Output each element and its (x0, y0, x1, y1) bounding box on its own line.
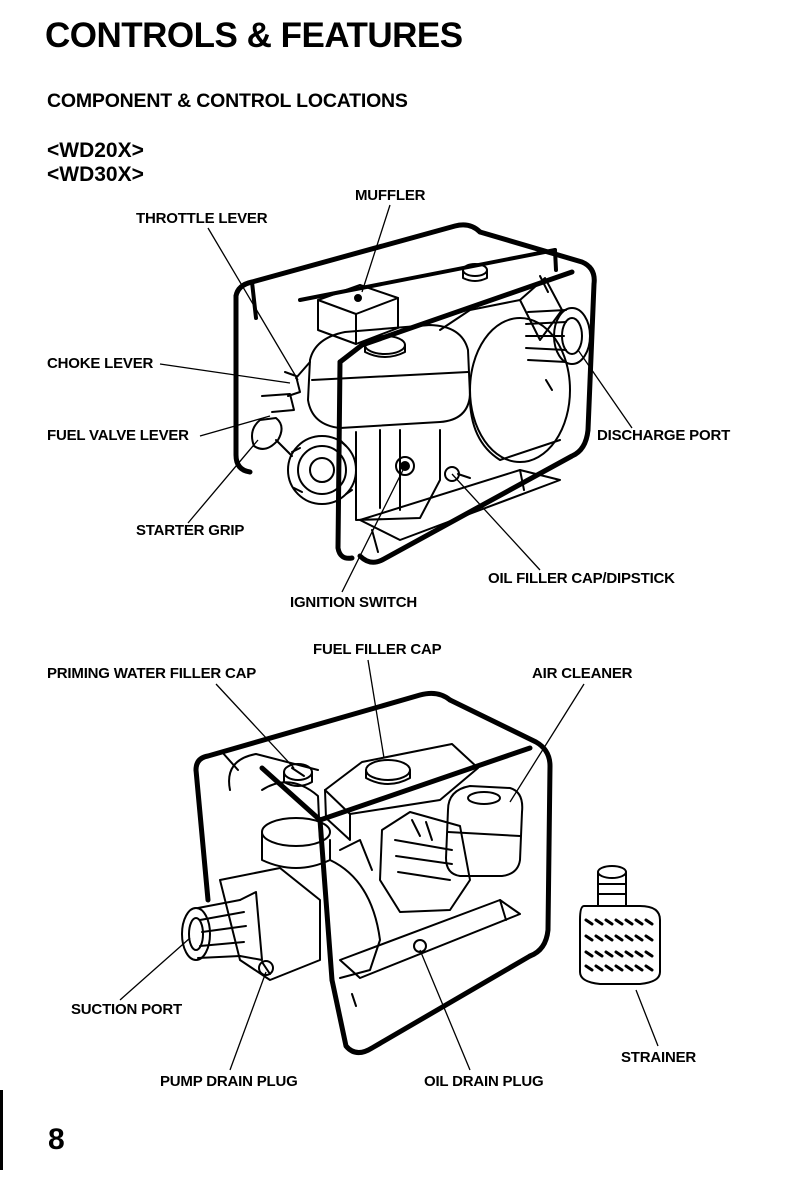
label-pump-drain-plug: PUMP DRAIN PLUG (160, 1074, 298, 1089)
label-choke-lever: CHOKE LEVER (47, 356, 153, 371)
label-ignition-switch: IGNITION SWITCH (290, 595, 417, 610)
label-suction-port: SUCTION PORT (71, 1002, 182, 1017)
label-oil-drain-plug: OIL DRAIN PLUG (424, 1074, 543, 1089)
page-number: 8 (48, 1125, 65, 1155)
label-air-cleaner: AIR CLEANER (532, 666, 632, 681)
label-muffler: MUFFLER (355, 188, 425, 203)
bottom-pump-illustration (182, 693, 550, 1052)
label-fuel-valve-lever: FUEL VALVE LEVER (47, 428, 189, 443)
label-strainer: STRAINER (621, 1050, 696, 1065)
margin-rule (0, 1090, 3, 1170)
top-pump-illustration (236, 225, 594, 562)
label-priming-water-filler-cap: PRIMING WATER FILLER CAP (47, 666, 256, 681)
label-fuel-filler-cap: FUEL FILLER CAP (313, 642, 441, 657)
label-starter-grip: STARTER GRIP (136, 523, 244, 538)
label-oil-filler-cap-dipstick: OIL FILLER CAP/DIPSTICK (488, 571, 675, 586)
label-discharge-port: DISCHARGE PORT (597, 428, 730, 443)
label-throttle-lever: THROTTLE LEVER (136, 211, 267, 226)
strainer-illustration (580, 866, 660, 984)
